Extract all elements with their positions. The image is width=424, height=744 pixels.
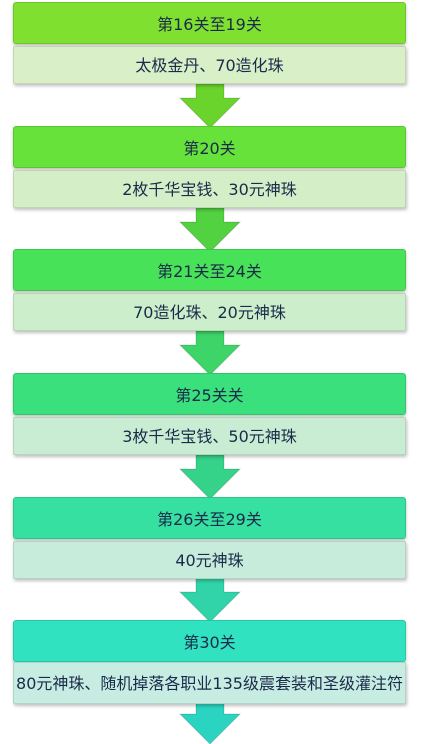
down-arrow-icon [178,578,242,622]
stage-title: 第21关至24关 [13,249,406,291]
down-arrow-icon [178,700,242,744]
stage-title: 第16关至19关 [13,2,406,44]
stage-title: 第26关至29关 [13,497,406,539]
stage-reward: 太极金丹、70造化珠 [13,46,406,84]
down-arrow-icon [178,331,242,375]
stage-title: 第25关关 [13,373,406,415]
stage-title: 第30关 [13,620,406,662]
stage-reward: 80元神珠、随机掉落各职业135级震套装和圣级灌注符 [13,662,406,704]
down-arrow-icon [178,455,242,499]
down-arrow-icon [178,208,242,252]
down-arrow-icon [178,84,242,128]
stage-reward: 40元神珠 [13,541,406,579]
stage-title: 第20关 [13,126,406,168]
stage-reward: 70造化珠、20元神珠 [13,293,406,331]
stage-reward: 3枚千华宝钱、50元神珠 [13,417,406,455]
stage-reward: 2枚千华宝钱、30元神珠 [13,170,406,208]
